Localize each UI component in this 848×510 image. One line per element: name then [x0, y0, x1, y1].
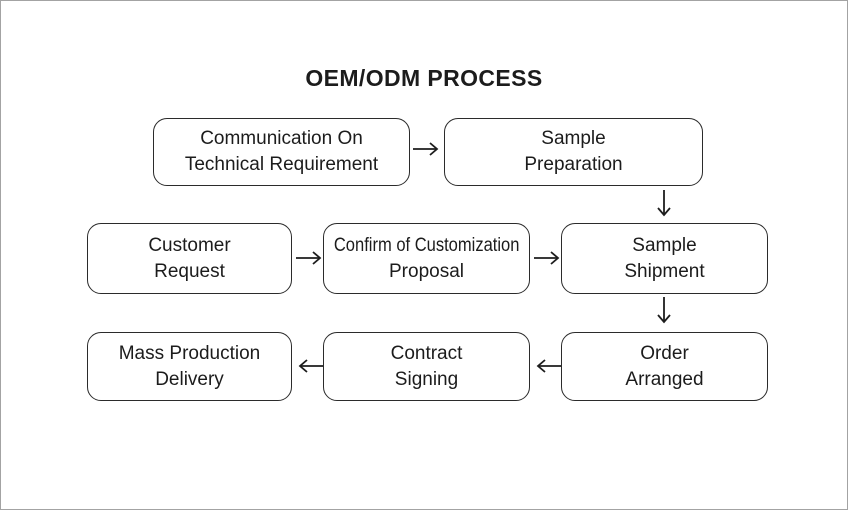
node-label-line: Shipment	[624, 260, 705, 282]
node-label-line: Contract	[390, 342, 463, 364]
node-communication-on-technical-requirement: Communication On Technical Requirement	[153, 118, 410, 186]
node-order-arranged: Order Arranged	[561, 332, 768, 401]
arrow-down-icon	[655, 189, 673, 221]
arrow-right-icon	[533, 249, 563, 267]
node-mass-production-delivery: Mass Production Delivery	[87, 332, 292, 401]
node-label-line: Mass Production	[118, 342, 261, 364]
arrow-right-icon	[412, 140, 442, 158]
node-label-line: Sample	[632, 234, 697, 256]
arrow-right-icon	[295, 249, 325, 267]
node-confirm-of-customization-proposal: Confirm of Customization Proposal	[323, 223, 530, 294]
node-label-line: Customer	[148, 234, 231, 256]
node-contract-signing: Contract Signing	[323, 332, 530, 401]
node-label-line: Sample	[541, 128, 606, 149]
node-label-line: Signing	[394, 368, 459, 390]
node-label-line: Order	[640, 342, 689, 364]
diagram-title: OEM/ODM PROCESS	[305, 65, 543, 91]
node-label-line: Request	[154, 260, 225, 282]
node-label-line: Delivery	[155, 368, 224, 390]
node-sample-shipment: Sample Shipment	[561, 223, 768, 294]
arrow-left-icon	[295, 357, 325, 375]
arrow-left-icon	[533, 357, 563, 375]
node-label-line: Preparation	[524, 154, 623, 175]
node-sample-preparation: Sample Preparation	[444, 118, 703, 186]
node-label-line: Arranged	[625, 368, 704, 390]
node-label-line: Communication On	[200, 128, 363, 149]
arrow-down-icon	[655, 296, 673, 328]
node-label-line: Proposal	[389, 260, 464, 282]
node-label-line: Technical Requirement	[184, 154, 379, 175]
node-label-line: Confirm of Customization	[333, 234, 520, 256]
node-customer-request: Customer Request	[87, 223, 292, 294]
